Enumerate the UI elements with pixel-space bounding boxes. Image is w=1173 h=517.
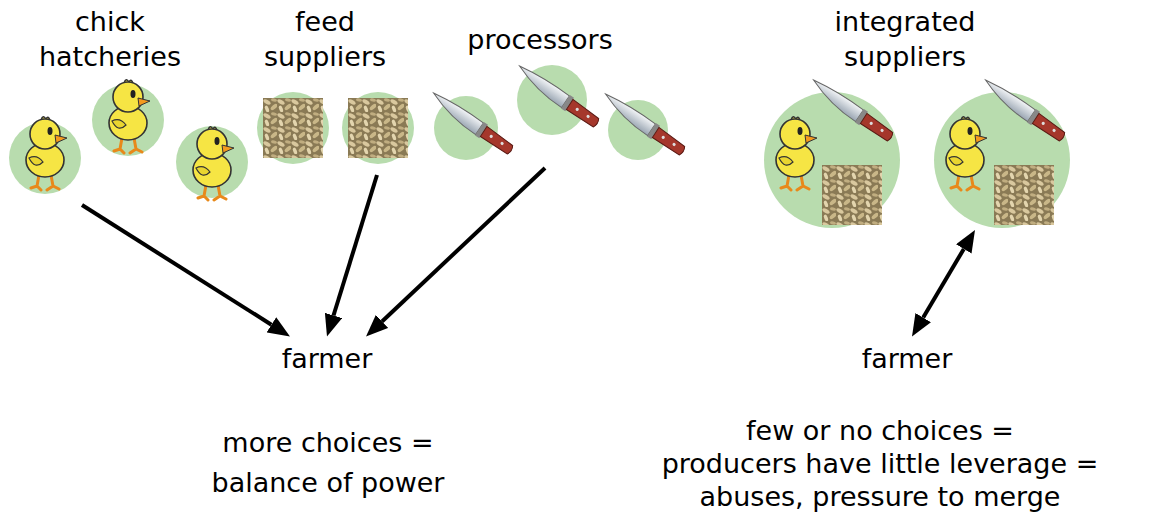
supplier-group: chick hatcheries <box>5 4 215 205</box>
supplier-group: feed suppliers <box>260 4 390 175</box>
knife-icons <box>426 63 1068 157</box>
caption-note: few or no choices = producers have littl… <box>662 414 1099 513</box>
group-heading: feed suppliers <box>260 4 390 74</box>
group-heading: integrated suppliers <box>750 4 1060 74</box>
farmer-node: farmer <box>852 337 963 380</box>
farmer-node: farmer <box>272 337 383 380</box>
connector-arrow <box>382 168 545 321</box>
group-heading: chick hatcheries <box>5 4 215 74</box>
supplier-group: processors <box>463 22 616 168</box>
connector-arrow <box>82 205 271 325</box>
farmer-label: farmer <box>282 341 373 376</box>
group-heading: processors <box>463 22 616 57</box>
feed-icons <box>263 98 1054 225</box>
connector-arrow <box>334 175 377 315</box>
caption-note: more choices = balance of power <box>212 423 445 503</box>
connector-arrow <box>923 249 964 318</box>
farmer-label: farmer <box>862 341 953 376</box>
supplier-group: integrated suppliers <box>750 4 1060 230</box>
